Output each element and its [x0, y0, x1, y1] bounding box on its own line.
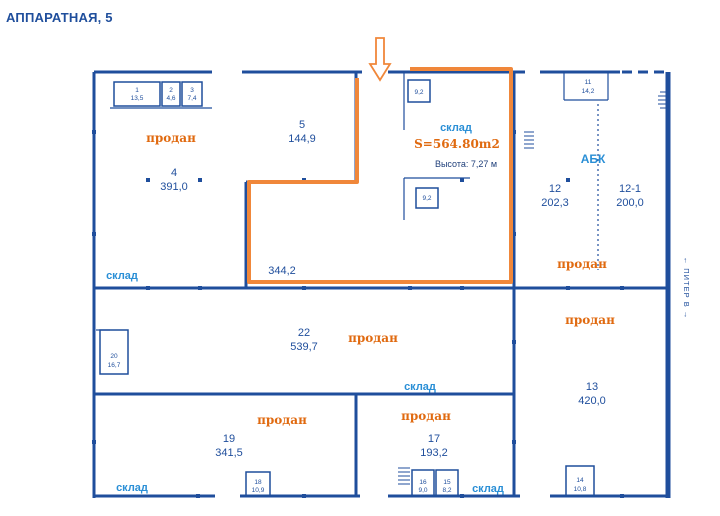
room-12-1-area: 200,0: [616, 197, 644, 209]
room-16-area: 9,0: [418, 487, 427, 494]
room-5-area: 144,9: [288, 133, 316, 145]
room-5-number: 5: [299, 119, 305, 131]
room-19-number: 19: [223, 433, 235, 445]
status-sold-room-22: продан: [348, 331, 398, 345]
room-16-number: 16: [419, 479, 427, 486]
room-20-area: 16,7: [108, 362, 121, 369]
warehouse-label-room-4: склад: [106, 270, 138, 282]
room-22-area: 539,7: [290, 341, 318, 353]
room-18-number: 18: [254, 479, 262, 486]
highlighted-area-outline: [247, 67, 513, 284]
room-19-area: 341,5: [215, 447, 243, 459]
room-9-2b: 9,2: [422, 195, 431, 202]
room-3-area: 7,4: [187, 95, 196, 102]
abk-label: АБК: [581, 152, 606, 166]
room-12-area: 202,3: [541, 197, 569, 209]
status-sold-room-12: продан: [557, 257, 607, 271]
warehouse-label-highlight: склад: [440, 122, 472, 134]
status-sold-room-4: продан: [146, 131, 196, 145]
room-344-area: 344,2: [268, 265, 296, 277]
room-4-number: 4: [171, 167, 177, 179]
warehouse-label-corridor: склад: [404, 381, 436, 393]
room-13-number: 13: [586, 381, 598, 393]
room-12-1-number: 12-1: [619, 183, 641, 195]
warehouse-label-room-17: склад: [472, 483, 504, 495]
status-sold-room-13: продан: [565, 313, 615, 327]
room-17-area: 193,2: [420, 447, 448, 459]
highlight-area-total: S=564.80m2: [414, 137, 500, 151]
stairs: [398, 91, 668, 485]
street-label: ← ПИТЕР В →: [682, 257, 691, 320]
room-14-area: 10,8: [574, 486, 587, 493]
highlight-height: Высота: 7,27 м: [435, 159, 497, 169]
room-18-area: 10,9: [252, 487, 265, 494]
room-3-number: 3: [190, 87, 194, 94]
room-17-number: 17: [428, 433, 440, 445]
room-11-area: 14,2: [582, 88, 595, 95]
room-20-number: 20: [110, 353, 118, 360]
status-sold-room-19: продан: [257, 413, 307, 427]
room-1-area: 13,5: [131, 95, 144, 102]
room-15-number: 15: [443, 479, 451, 486]
room-1-number: 1: [135, 87, 139, 94]
down-arrow-icon: [368, 37, 392, 82]
warehouse-label-room-19: склад: [116, 482, 148, 494]
room-15-area: 8,2: [442, 487, 451, 494]
room-4-area: 391,0: [160, 181, 188, 193]
room-12-number: 12: [549, 183, 561, 195]
room-22-number: 22: [298, 327, 310, 339]
room-2-area: 4,6: [166, 95, 175, 102]
room-9-2a: 9,2: [414, 89, 423, 96]
page-title: АППАРАТНАЯ, 5: [6, 10, 113, 25]
room-13-area: 420,0: [578, 395, 606, 407]
room-2-number: 2: [169, 87, 173, 94]
room-11-number: 11: [585, 79, 592, 86]
room-14-number: 14: [576, 477, 584, 484]
status-sold-room-17: продан: [401, 409, 451, 423]
